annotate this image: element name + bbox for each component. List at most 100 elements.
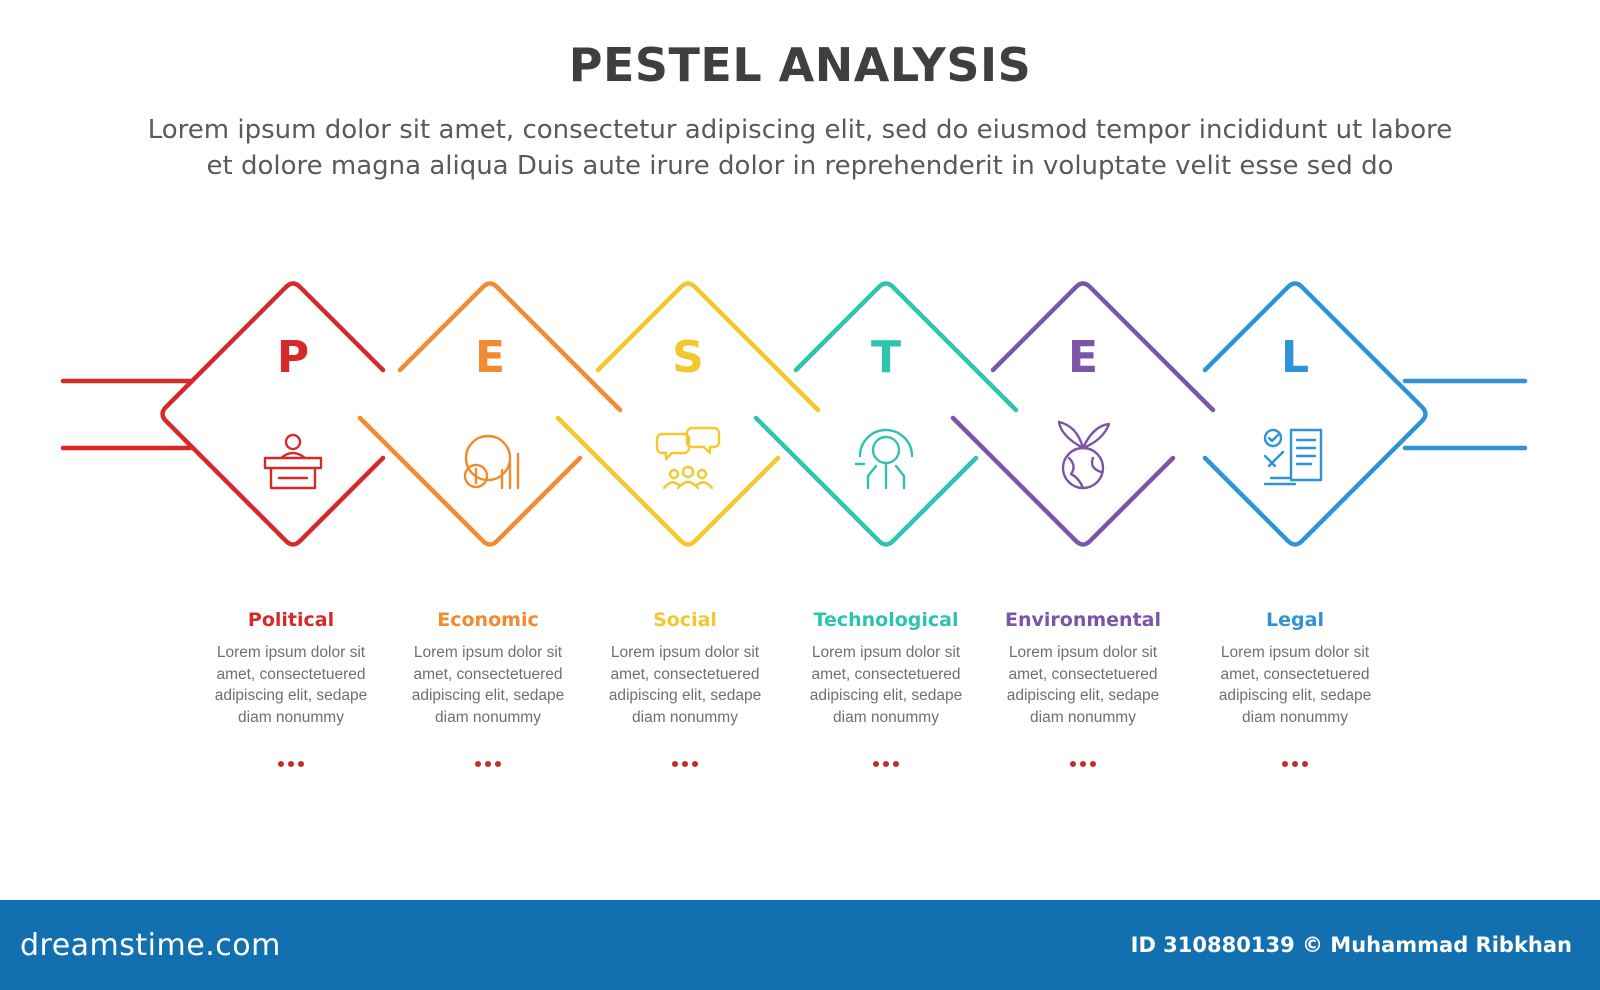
factor-description-line: diam nonummy xyxy=(1030,708,1136,726)
dot xyxy=(883,761,889,767)
gavel-document-icon xyxy=(1263,428,1323,486)
more-dots xyxy=(1270,756,1320,770)
dot xyxy=(682,761,688,767)
factor-title: Political xyxy=(247,609,335,631)
dot xyxy=(475,761,481,767)
dot xyxy=(278,761,284,767)
diamond-outline-3 xyxy=(555,281,821,547)
factor-description: Lorem ipsum dolor sit amet, consectetuere… xyxy=(403,642,573,728)
factor-letter: P xyxy=(277,332,309,383)
more-dots xyxy=(660,756,710,770)
factor-letter: E xyxy=(1068,332,1098,383)
factor-description: Lorem ipsum dolor sit amet, consectetuere… xyxy=(1210,642,1380,728)
left-connector-lines xyxy=(60,378,193,451)
gear-circuit-icon xyxy=(854,428,914,490)
more-dots xyxy=(463,756,513,770)
dot xyxy=(873,761,879,767)
factor-description: Lorem ipsum dolor sit amet, consectetuere… xyxy=(600,642,770,728)
dot xyxy=(1302,761,1308,767)
factor-title: Technological xyxy=(813,609,959,631)
dot xyxy=(672,761,678,767)
dot xyxy=(1090,761,1096,767)
dot xyxy=(1282,761,1288,767)
factor-description: Lorem ipsum dolor sit amet, consectetuere… xyxy=(801,642,971,728)
dot xyxy=(485,761,491,767)
factor-letter: S xyxy=(672,332,704,383)
page-title: PESTEL ANALYSIS xyxy=(568,38,1032,92)
footer-brand: dreamstime.com xyxy=(20,928,281,963)
footer-credit: ID 310880139 © Muhammad Ribkhan xyxy=(1130,933,1572,957)
diamond-political: P xyxy=(160,281,386,547)
factor-description: Lorem ipsum dolor sit amet, consectetuere… xyxy=(998,642,1168,728)
factor-title: Economic xyxy=(437,609,539,631)
factor-description-line: Lorem ipsum dolor sit xyxy=(413,644,563,661)
factor-description-line: Lorem ipsum dolor sit xyxy=(1008,644,1158,661)
diamond-outline-4 xyxy=(753,281,1019,547)
diamond-outline-2 xyxy=(357,281,623,547)
factor-description-line: adipiscing elit, sedape xyxy=(1218,687,1372,704)
factor-letter: L xyxy=(1281,332,1309,383)
dot xyxy=(495,761,501,767)
factor-description-line: adipiscing elit, sedape xyxy=(411,687,565,704)
factor-description-line: Lorem ipsum dolor sit xyxy=(811,644,961,661)
factor-letter: E xyxy=(475,332,505,383)
dot xyxy=(692,761,698,767)
factor-description-line: Lorem ipsum dolor sit xyxy=(610,644,760,661)
factor-description-line: diam nonummy xyxy=(632,708,738,726)
diamond-legal: L xyxy=(1202,281,1428,547)
dot xyxy=(298,761,304,767)
dot xyxy=(288,761,294,767)
factor-description-line: amet, consectetuered xyxy=(811,665,961,683)
factor-description-line: adipiscing elit, sedape xyxy=(608,687,762,704)
people-chat-icon xyxy=(655,426,721,490)
factor-description: Lorem ipsum dolor sit amet, consectetuere… xyxy=(206,642,376,728)
subtitle-line-2: et dolore magna aliqua Duis aute irure d… xyxy=(206,151,1394,181)
factor-letter: T xyxy=(871,332,901,383)
factor-description-line: amet, consectetuered xyxy=(216,665,366,683)
page-subtitle: Lorem ipsum dolor sit amet, consectetur … xyxy=(60,112,1540,184)
dot xyxy=(1070,761,1076,767)
factor-description-line: amet, consectetuered xyxy=(610,665,760,683)
factor-description-line: diam nonummy xyxy=(435,708,541,726)
factor-description-line: Lorem ipsum dolor sit xyxy=(1220,644,1370,661)
footer-bar: dreamstime.com ID 310880139 © Muhammad R… xyxy=(0,900,1600,990)
factor-description-line: diam nonummy xyxy=(238,708,344,726)
diamond-outline-5 xyxy=(950,281,1216,547)
diamond-outline-1 xyxy=(160,281,386,547)
more-dots xyxy=(266,756,316,770)
diamond-technological: T xyxy=(753,281,1019,547)
diamond-environmental: E xyxy=(950,281,1216,547)
factor-description-line: amet, consectetuered xyxy=(1220,665,1370,683)
factor-description-line: amet, consectetuered xyxy=(1008,665,1158,683)
more-dots xyxy=(861,756,911,770)
factor-description-line: adipiscing elit, sedape xyxy=(809,687,963,704)
factor-description-line: adipiscing elit, sedape xyxy=(214,687,368,704)
dot xyxy=(1080,761,1086,767)
diamond-social: S xyxy=(555,281,821,547)
more-dots xyxy=(1058,756,1108,770)
globe-money-chart-icon xyxy=(463,434,520,490)
dot xyxy=(893,761,899,767)
factor-description-line: diam nonummy xyxy=(833,708,939,726)
globe-leaf-icon xyxy=(1057,420,1111,490)
subtitle-line-1: Lorem ipsum dolor sit amet, consectetur … xyxy=(147,115,1453,145)
factor-title: Social xyxy=(653,609,717,631)
diamond-outline-6 xyxy=(1202,281,1428,547)
dot xyxy=(1292,761,1298,767)
factor-description-line: diam nonummy xyxy=(1242,708,1348,726)
podium-speaker-icon xyxy=(263,433,323,490)
diamond-economic: E xyxy=(357,281,623,547)
right-connector-lines xyxy=(1402,378,1528,451)
factor-description-line: amet, consectetuered xyxy=(413,665,563,683)
factor-description-line: Lorem ipsum dolor sit xyxy=(216,644,366,661)
factor-title: Environmental xyxy=(1005,609,1161,631)
factor-description-line: adipiscing elit, sedape xyxy=(1006,687,1160,704)
factor-title: Legal xyxy=(1266,609,1324,631)
